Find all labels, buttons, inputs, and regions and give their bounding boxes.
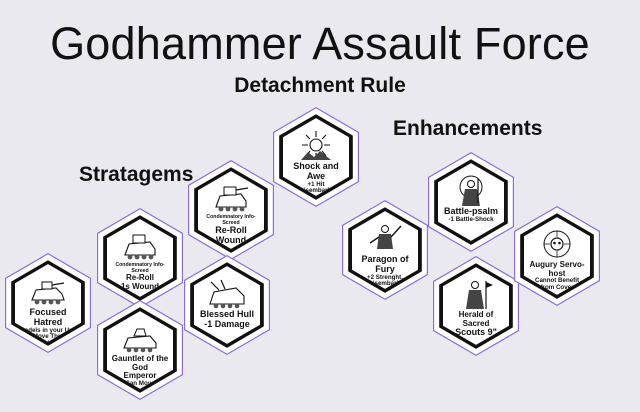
stratagem-tile-gauntlet-of-the-god-emperor[interactable]: Gauntlet of the God Emperor Can Move thr…	[97, 300, 183, 400]
stratagem-tile-blessed-hull[interactable]: Blessed Hull -1 Damage	[184, 255, 270, 355]
tile-tag: Condemnatory Info-Screed	[115, 262, 165, 274]
tile-line: Emperor	[123, 371, 157, 381]
tile-name: Herald of Sacred	[458, 310, 494, 328]
tile-name: Re-Roll	[126, 273, 154, 283]
enhancement-tile-paragon-of-fury[interactable]: Paragon of Fury +2 Strenght, if Disembar…	[342, 200, 428, 300]
tile-name: Battle-psalm	[443, 206, 498, 217]
warrior-icon	[466, 281, 493, 310]
warrior-icon	[369, 225, 402, 250]
tile-line: +1 Hit	[307, 180, 325, 188]
tile-name: Blessed Hull	[199, 309, 255, 320]
tile-line: Models in your Unit	[19, 326, 77, 334]
tile-line: if Disembarked	[362, 280, 408, 288]
servo-skull-icon	[543, 230, 571, 258]
tile-name: Focused Hatred	[29, 307, 67, 327]
tile-line: from Cover	[540, 284, 574, 292]
tile-name: Re-Roll	[215, 225, 247, 236]
tile-name: Augury Servo-host	[529, 260, 585, 278]
enhancement-tile-battle-psalm[interactable]: Battle-psalm -1 Battle-Shock	[428, 152, 514, 252]
enhancements-heading: Enhancements	[393, 117, 543, 140]
shock-explosion-icon	[301, 131, 331, 161]
stratagem-tile-reroll-1s-wound[interactable]: Condemnatory Info-Screed Re-Roll 1s Woun…	[97, 208, 183, 308]
tile-line: models (Charge)	[23, 339, 73, 347]
tank-icon	[209, 279, 245, 309]
tile-name: Paragon of Fury	[361, 254, 409, 274]
tile-line: Cannot Benefit	[535, 277, 579, 285]
tile-line: +1 Damage	[368, 286, 402, 294]
stratagem-tile-focused-hatred[interactable]: Focused Hatred Models in your Unit can M…	[5, 253, 91, 353]
enhancement-tile-augury-servo-host[interactable]: Augury Servo-host Cannot Benefit from Co…	[514, 206, 600, 306]
tile-line: 1s Wound	[120, 281, 160, 291]
detachment-rule-heading: Detachment Rule	[234, 74, 406, 97]
stratagem-tile-reroll-wound[interactable]: Condemnatory Info-Screed Re-Roll Wound	[188, 160, 274, 260]
tile-line: -1 Battle-Shock	[448, 215, 494, 223]
tile-line: Scouts 9"	[455, 327, 497, 338]
tile-line: through Terrain	[117, 386, 163, 394]
tank-icon	[215, 186, 249, 212]
page-title: Godhammer Assault Force	[50, 18, 590, 69]
tile-name: Shock and Awe	[293, 161, 339, 181]
preacher-icon	[459, 175, 483, 207]
detachment-rule-tile[interactable]: Shock and Awe +1 Hit if Disembarked	[273, 107, 359, 207]
tile-line: Can Move	[125, 379, 155, 387]
tank-icon	[123, 328, 157, 353]
tile-name: Gauntlet of the God	[111, 354, 169, 372]
enhancement-tile-herald-of-sacred-scouts[interactable]: Herald of Sacred Scouts 9"	[433, 256, 519, 356]
stratagems-heading: Stratagems	[79, 163, 194, 186]
tank-icon	[124, 234, 156, 260]
tile-line: +2 Strenght,	[367, 273, 403, 281]
tile-line: if Disembarked	[293, 187, 339, 195]
tile-line: Wound	[215, 235, 247, 246]
tile-tag: Condemnatory Info-Screed	[206, 214, 256, 226]
tank-icon	[31, 281, 65, 305]
tile-line: -1 Damage	[204, 318, 250, 329]
tile-line: can Move Through	[20, 333, 76, 341]
